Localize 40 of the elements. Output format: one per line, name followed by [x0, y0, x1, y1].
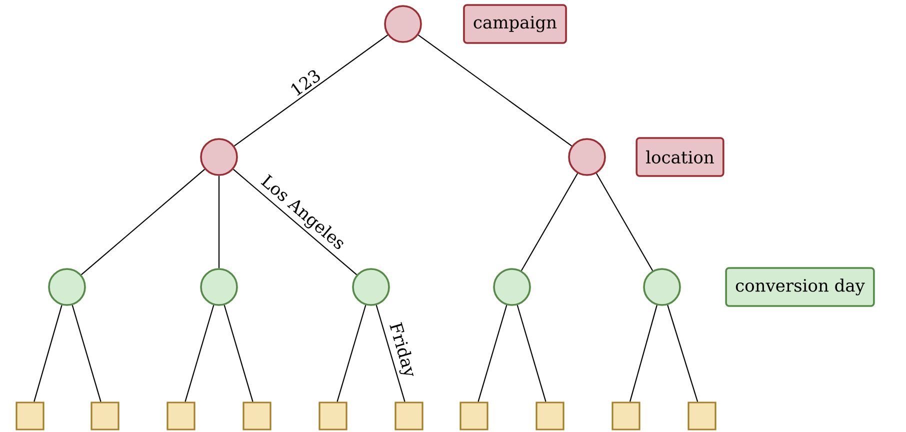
branch-line — [234, 34, 388, 146]
leaf-square — [612, 402, 640, 430]
label-box: campaign — [463, 4, 567, 44]
branch-line — [478, 304, 508, 402]
circle-node — [48, 268, 86, 306]
leaf-square — [688, 402, 716, 430]
leaf-square — [394, 402, 424, 430]
branch-line — [376, 304, 406, 402]
circle-node — [200, 138, 238, 176]
leaf-square — [460, 402, 488, 430]
circle-node — [200, 268, 238, 306]
branch-line — [336, 304, 366, 402]
circle-node — [568, 138, 606, 176]
leaf-square — [242, 402, 272, 430]
branch-line — [224, 304, 254, 402]
branch-line — [418, 34, 572, 146]
branch-line — [233, 168, 357, 276]
branch-line — [629, 305, 658, 402]
edge-label: 123 — [291, 70, 320, 96]
circle-node — [643, 268, 681, 306]
edge-label: Friday — [390, 322, 414, 376]
branch-line — [218, 176, 220, 268]
branch-line — [520, 173, 578, 271]
leaf-square — [166, 402, 196, 430]
branch-line — [34, 305, 62, 402]
label-box: location — [636, 137, 724, 177]
leaf-square — [536, 402, 564, 430]
leaf-square — [90, 402, 120, 430]
label-box: conversion day — [725, 267, 875, 307]
branch-line — [72, 304, 102, 402]
circle-node — [493, 268, 531, 306]
circle-node — [384, 5, 422, 43]
circle-node — [352, 268, 390, 306]
leaf-square — [318, 402, 348, 430]
branch-line — [667, 304, 698, 402]
branch-line — [516, 304, 546, 402]
leaf-square — [16, 402, 44, 430]
branch-line — [184, 304, 214, 402]
branch-line — [596, 173, 654, 271]
branch-line — [81, 168, 205, 276]
